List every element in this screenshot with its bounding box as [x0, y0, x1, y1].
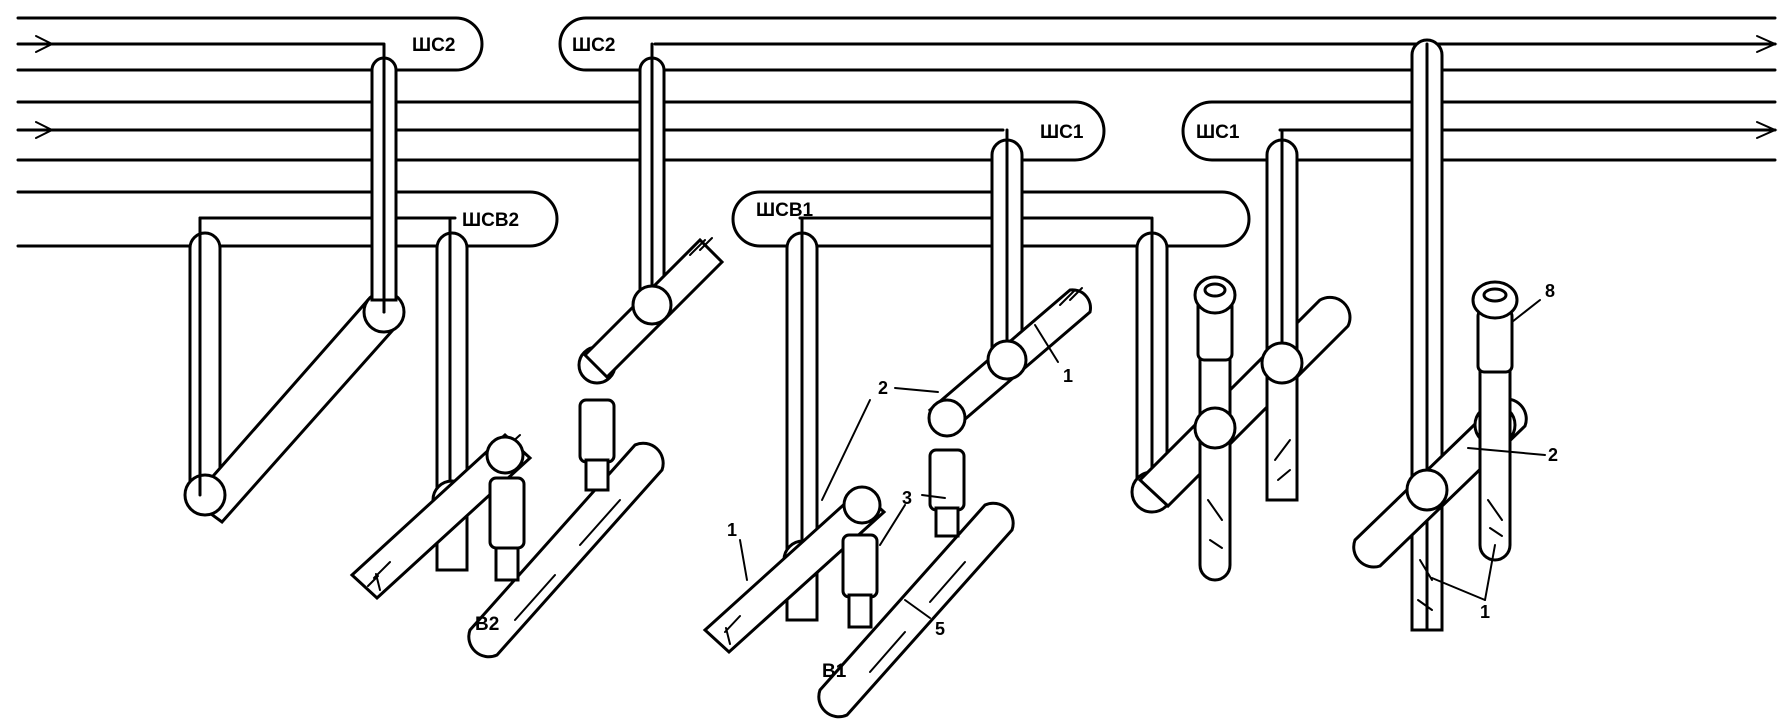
tube-joint [1405, 468, 1449, 512]
cable-terminal-cap [1203, 282, 1227, 298]
busbar-shs2-left-outline [16, 16, 484, 72]
callout-2: 2 [878, 378, 888, 398]
arrow-in-icon [17, 35, 55, 53]
label-shsv1: ШСВ1 [756, 200, 814, 221]
leader-line [739, 539, 748, 581]
earth-switch-icon [1207, 499, 1223, 549]
switch-label-b1: В1 [822, 661, 847, 682]
leader-line [1034, 324, 1059, 363]
leader-line [904, 599, 931, 619]
label-shs1-left: ШС1 [1040, 122, 1084, 143]
callout-5: 5 [935, 619, 945, 639]
tube-diagonal [1137, 295, 1352, 509]
current-transformer [841, 533, 879, 599]
bus-labels: ШС2 ШС2 ШС1 ШС1 ШСВ2 ШСВ1 [412, 35, 1240, 231]
leader-line [1431, 577, 1486, 601]
breaker-b1-tank [817, 501, 1015, 719]
earth-switch-icon [689, 237, 713, 256]
leader-line [1467, 447, 1546, 456]
earth-switch-icon [724, 615, 741, 645]
tube-joint [1193, 406, 1237, 450]
bushing [584, 458, 610, 492]
bushing [934, 506, 960, 538]
callout-1: 1 [727, 520, 737, 540]
label-shsv2: ШСВ2 [462, 210, 519, 231]
busbar-shsv2-outline [16, 190, 559, 248]
label-shs1-right: ШС1 [1196, 122, 1240, 143]
busbar-shs1-left-outline [16, 100, 1106, 162]
arrow-out-icon [1739, 35, 1778, 53]
busbar-shsv1-outline [731, 190, 1251, 248]
current-transformer [928, 448, 966, 512]
busbar-shs2-right-outline [558, 16, 1777, 72]
leader-line [879, 504, 906, 546]
tube-line-exit [1478, 328, 1512, 562]
tube-joint [986, 339, 1028, 381]
callout-1: 1 [1480, 602, 1490, 622]
arrow-out-icon [1739, 121, 1778, 139]
callout-8: 8 [1545, 281, 1555, 301]
breaker-b2-tank [467, 441, 665, 659]
section-b2: В2 [183, 42, 725, 659]
earth-switch-icon [1059, 287, 1083, 306]
current-transformer [488, 476, 526, 550]
earth-switch-icon [1417, 559, 1433, 611]
breaker-contacts [869, 561, 966, 673]
current-transformer [578, 398, 616, 464]
tube-disconnector [702, 487, 887, 655]
tube-vertical [188, 231, 222, 492]
leader-line [821, 399, 871, 501]
leader-line [1484, 544, 1496, 601]
breaker-contacts [514, 499, 621, 621]
tube-disconnector [349, 432, 533, 601]
callout-3: 3 [902, 488, 912, 508]
earth-switch-icon [1487, 499, 1503, 537]
label-shs2-right: ШС2 [572, 35, 615, 56]
tube-joint [485, 435, 525, 475]
busbar-lines [16, 16, 1778, 248]
bushing [847, 593, 873, 629]
bushing [494, 546, 520, 582]
busbar-shs1-right-outline [1181, 100, 1777, 162]
callouts: 1 2 3 1 5 8 2 1 [727, 281, 1558, 639]
arrow-in-icon [17, 121, 55, 139]
tube-joint [927, 398, 967, 438]
leader-line [894, 387, 939, 393]
leader-line [921, 494, 946, 499]
switch-label-b2: В2 [475, 614, 499, 635]
section-line-cells [1193, 38, 1528, 632]
leader-line [1511, 299, 1541, 323]
callout-2: 2 [1548, 445, 1558, 465]
callout-1: 1 [1063, 366, 1073, 386]
label-shs2-left: ШС2 [412, 35, 455, 56]
earth-switch-icon [1274, 439, 1291, 481]
tube-joint [183, 473, 227, 517]
earth-switch-icon [367, 561, 391, 591]
tube-joint [631, 284, 673, 326]
cable-terminal-cap [1482, 287, 1508, 303]
tube-joint [1260, 341, 1304, 385]
tube-joint [842, 485, 882, 525]
